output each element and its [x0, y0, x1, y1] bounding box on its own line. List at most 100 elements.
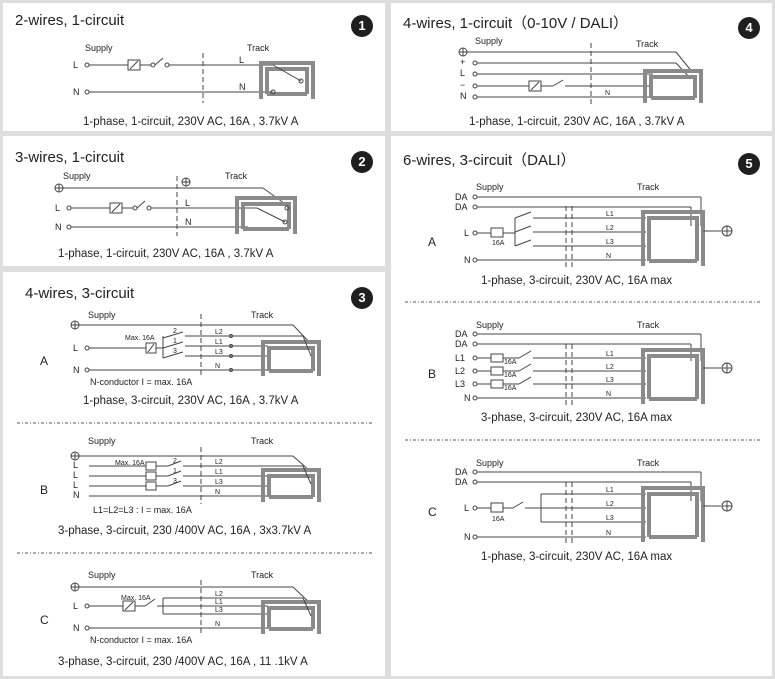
panel-number-badge: 2: [351, 151, 373, 173]
wiring-diagram-5: A Supply Track DA DA L N 16A L1 L2 L3 N …: [405, 182, 761, 563]
track-N-label: N: [185, 217, 192, 227]
terminal-N-label: N: [73, 365, 80, 375]
svg-text:N: N: [215, 621, 220, 628]
variant-letter: B: [40, 483, 48, 497]
terminal-L-label: L: [73, 60, 78, 70]
switch-icon: [144, 598, 156, 607]
variant-letter: C: [40, 613, 49, 627]
svg-text:L1: L1: [215, 469, 223, 476]
track-label: Track: [251, 310, 274, 320]
track-profile-icon: [259, 61, 315, 99]
panel-title: 4-wires, 3-circuit: [25, 285, 135, 302]
track-profile-icon: [261, 600, 321, 634]
svg-text:DA: DA: [455, 467, 468, 477]
svg-text:L3: L3: [215, 479, 223, 486]
terminal-N-label: N: [73, 87, 80, 97]
supply-label: Supply: [476, 182, 504, 192]
panel-3-wires-1-circuit: 3-wires, 1-circuit 2 Supply Track L N L …: [3, 136, 385, 266]
svg-text:L1: L1: [455, 353, 465, 363]
panel-title: 3-wires, 1-circuit: [15, 149, 125, 166]
svg-text:N: N: [215, 363, 220, 370]
svg-text:N: N: [460, 91, 467, 101]
panel-number-badge: 5: [738, 153, 760, 175]
svg-text:L3: L3: [455, 379, 465, 389]
svg-text:16A: 16A: [504, 372, 517, 379]
variant-letter: A: [428, 235, 436, 249]
supply-label: Supply: [88, 436, 116, 446]
switch-icon: [512, 501, 524, 509]
track-profile-icon: [235, 196, 297, 234]
track-profile-icon: [641, 348, 705, 404]
track-label: Track: [251, 436, 274, 446]
terminal-N-label: N: [73, 623, 80, 633]
svg-text:L2: L2: [606, 501, 614, 508]
wiring-diagram-1: Supply Track L N L N 1-phase, 1-circuit,…: [73, 43, 315, 128]
fuse-icon: [145, 481, 157, 491]
svg-text:L2: L2: [606, 225, 614, 232]
svg-text:L3: L3: [215, 349, 223, 356]
supply-label: Supply: [63, 171, 91, 181]
supply-label: Supply: [475, 36, 503, 46]
svg-text:L3: L3: [606, 515, 614, 522]
supply-label: Supply: [85, 43, 113, 53]
svg-text:−: −: [460, 80, 465, 90]
fuse-rating-label: 16A: [504, 359, 517, 366]
terminal-L-label: L: [73, 601, 78, 611]
svg-text:N: N: [464, 393, 471, 403]
wiring-diagram-4: Supply Track + L − N N 1-phase, 1-circui…: [458, 36, 703, 128]
wiring-diagram-3: A Supply Track L N Max. 16A 2 1 3 L2 L1 …: [17, 310, 373, 668]
spec-caption: 1-phase, 1-circuit, 230V AC, 16A , 3.7kV…: [469, 116, 685, 128]
svg-text:N: N: [464, 255, 471, 265]
panel-number-badge: 3: [351, 287, 373, 309]
fuse-rating-label: Max. 16A: [121, 595, 151, 602]
panel-number-badge: 1: [351, 15, 373, 37]
svg-text:L: L: [464, 228, 469, 238]
wiring-diagram-2: Supply Track L N L N 1-phase, 1-circuit,…: [54, 171, 297, 260]
fuse-icon: [145, 471, 157, 481]
svg-text:L2: L2: [215, 329, 223, 336]
svg-text:DA: DA: [455, 339, 468, 349]
spec-caption: 3-phase, 3-circuit, 230 /400V AC, 16A , …: [58, 525, 311, 537]
svg-text:DA: DA: [455, 329, 468, 339]
track-profile-icon: [261, 340, 321, 376]
svg-text:L3: L3: [606, 239, 614, 246]
svg-text:L: L: [73, 480, 78, 490]
fuse-icon: [490, 227, 504, 238]
spec-caption: 1-phase, 3-circuit, 230V AC, 16A max: [481, 275, 672, 287]
svg-text:L: L: [73, 460, 78, 470]
conductor-note: L1=L2=L3 : I = max. 16A: [93, 505, 192, 515]
track-profile-icon: [643, 69, 703, 103]
svg-text:2: 2: [173, 458, 177, 465]
svg-text:N: N: [606, 530, 611, 537]
track-label: Track: [636, 39, 659, 49]
spec-caption: 1-phase, 3-circuit, 230V AC, 16A , 3.7kV…: [83, 395, 299, 407]
svg-text:L1: L1: [606, 211, 614, 218]
track-label: Track: [251, 570, 274, 580]
spec-caption: 1-phase, 1-circuit, 230V AC, 16A , 3.7kV…: [83, 116, 299, 128]
switch-icon: [136, 200, 146, 209]
track-label: Track: [637, 458, 660, 468]
svg-text:L1: L1: [215, 599, 223, 606]
supply-label: Supply: [88, 570, 116, 580]
conductor-note: N-conductor I = max. 16A: [90, 377, 192, 387]
panel-4-wires-3-circuit: 4-wires, 3-circuit 3 A Supply Track L N …: [3, 272, 385, 676]
track-L-label: L: [185, 198, 190, 208]
panel-title: 6-wires, 3-circuit（DALI）: [403, 152, 576, 169]
spec-caption: 3-phase, 3-circuit, 230 /400V AC, 16A , …: [58, 656, 308, 668]
variant-letter: A: [40, 354, 48, 368]
svg-text:N: N: [605, 90, 610, 97]
fuse-icon: [490, 379, 504, 389]
svg-text:DA: DA: [455, 192, 468, 202]
track-N-label: N: [239, 82, 246, 92]
conductor-note: N-conductor I = max. 16A: [90, 635, 192, 645]
track-profile-icon: [261, 468, 321, 502]
svg-text:L1: L1: [606, 351, 614, 358]
panel-2-wires-1-circuit: 2-wires, 1-circuit 1 Supply Track L N L …: [3, 3, 385, 131]
supply-label: Supply: [476, 458, 504, 468]
panel-4-wires-1-circuit-dali: 4-wires, 1-circuit（0-10V / DALI） 4 Suppl…: [391, 3, 772, 131]
terminal-L-label: L: [55, 203, 60, 213]
track-label: Track: [225, 171, 248, 181]
panel-number-badge: 4: [738, 17, 760, 39]
svg-text:L2: L2: [215, 459, 223, 466]
svg-text:L3: L3: [606, 377, 614, 384]
